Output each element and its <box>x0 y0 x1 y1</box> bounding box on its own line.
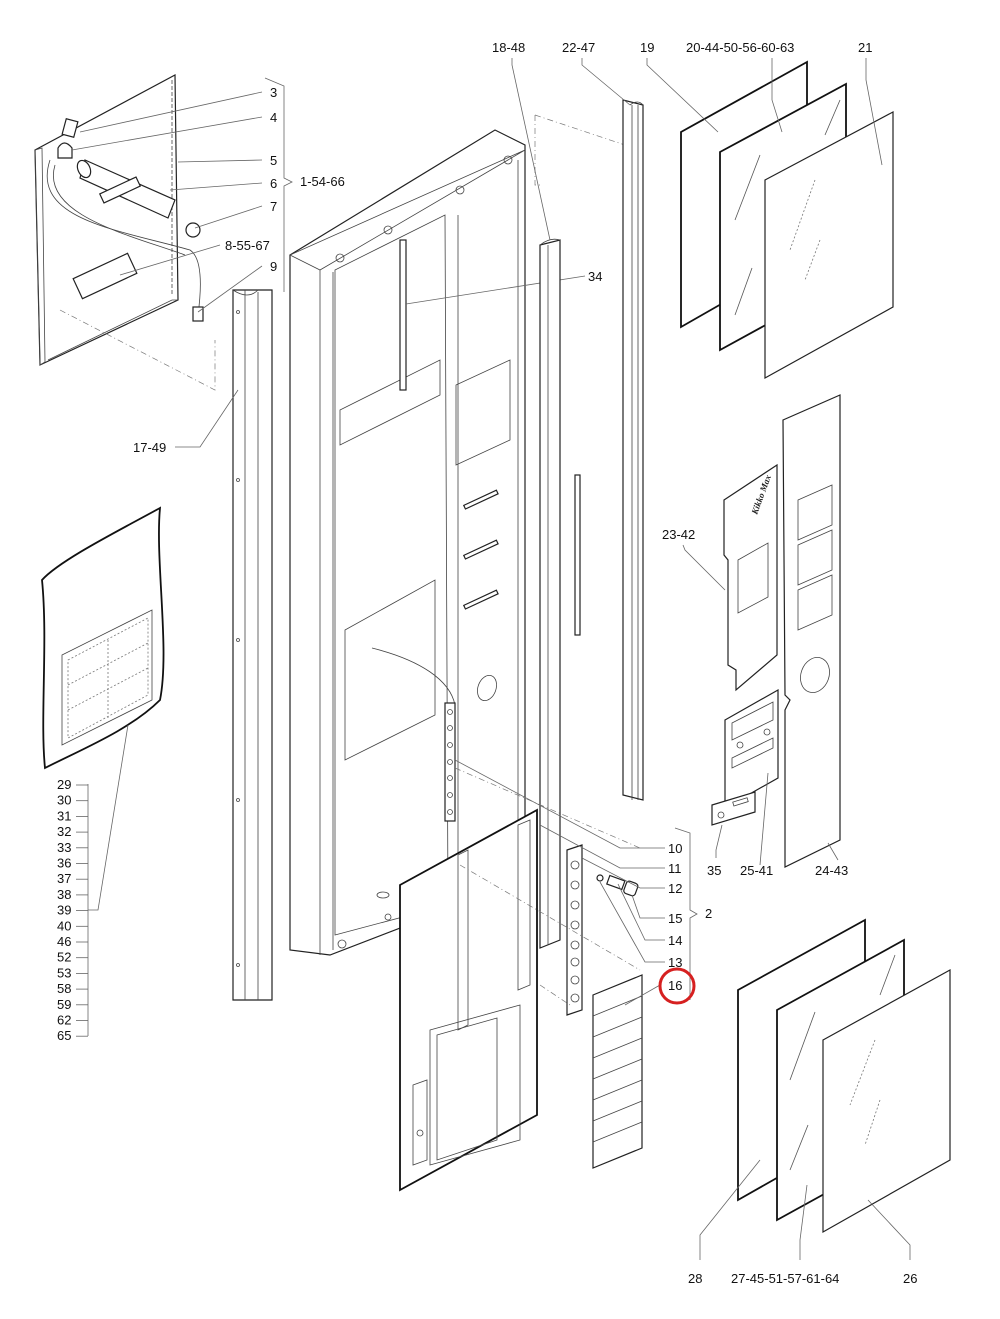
label-1-54-66: 1-54-66 <box>300 174 345 189</box>
washer-icon <box>596 874 604 882</box>
right-trim-22-47 <box>622 99 644 801</box>
lock-parts <box>596 874 639 897</box>
label-18-48: 18-48 <box>492 40 525 55</box>
label-13: 13 <box>668 955 682 970</box>
label-37: 37 <box>57 871 71 886</box>
label-65: 65 <box>57 1028 71 1043</box>
strip-holes <box>447 709 453 815</box>
label-3: 3 <box>270 85 277 100</box>
label-19: 19 <box>640 40 654 55</box>
label-9: 9 <box>270 259 277 274</box>
label-46: 46 <box>57 934 71 949</box>
glass-panels-bottom <box>737 918 951 1234</box>
cabinet-frame <box>289 129 526 956</box>
label-26: 26 <box>903 1271 917 1286</box>
label-29: 29 <box>57 777 71 792</box>
highlight-circle <box>658 967 696 1005</box>
coin-insert-35 <box>711 791 756 826</box>
decal-24-43 <box>782 394 841 868</box>
label-group-2: 10 11 12 15 14 13 16 2 <box>454 759 712 1006</box>
label-group-1-54-66: 3 4 5 6 7 8-55-67 9 1-54-66 <box>71 77 345 313</box>
label-24-43: 24-43 <box>815 863 848 878</box>
label-21: 21 <box>858 40 872 55</box>
label-12: 12 <box>668 881 682 896</box>
label-16: 16 <box>668 978 682 993</box>
label-25-41: 25-41 <box>740 863 773 878</box>
label-59: 59 <box>57 997 71 1012</box>
lamp-socket-icon <box>57 142 73 159</box>
label-36: 36 <box>57 856 71 871</box>
label-23-42: 23-42 <box>662 527 695 542</box>
label-10: 10 <box>668 841 682 856</box>
label-40: 40 <box>57 918 71 933</box>
ballast-icon <box>72 252 138 300</box>
end-socket-icon <box>185 222 201 238</box>
spring-icon <box>606 874 626 891</box>
label-6: 6 <box>270 176 277 191</box>
label-5: 5 <box>270 153 277 168</box>
documentation-bag <box>41 506 165 770</box>
label-38: 38 <box>57 887 71 902</box>
label-35: 35 <box>707 863 721 878</box>
label-14: 14 <box>668 933 682 948</box>
label-31: 31 <box>57 808 71 823</box>
label-52: 52 <box>57 950 71 965</box>
left-trim-profile <box>232 289 273 1001</box>
lamp-holder-icon <box>61 117 79 139</box>
bracket-icon <box>98 176 142 204</box>
label-8-55-67: 8-55-67 <box>225 238 270 253</box>
label-32: 32 <box>57 824 71 839</box>
label-30: 30 <box>57 793 71 808</box>
label-17-49: 17-49 <box>133 440 166 455</box>
label-15: 15 <box>668 911 682 926</box>
hinge-strip <box>566 844 583 1016</box>
label-20-44-50-56-60-63: 20-44-50-56-60-63 <box>686 40 794 55</box>
connector-icon <box>192 306 204 322</box>
label-27-45-51-57-61-64: 27-45-51-57-61-64 <box>731 1271 839 1286</box>
decal-25-41 <box>724 688 779 810</box>
lighting-panel-assembly <box>34 74 204 366</box>
label-53: 53 <box>57 965 71 980</box>
label-11: 11 <box>668 861 682 876</box>
decal-23-42: Kikko Max <box>723 463 778 692</box>
label-33: 33 <box>57 840 71 855</box>
label-22-47: 22-47 <box>562 40 595 55</box>
label-2: 2 <box>705 906 712 921</box>
label-7: 7 <box>270 199 277 214</box>
selection-label-card <box>592 974 643 1169</box>
glass-panels-top <box>680 60 894 380</box>
knob-icon <box>623 880 639 897</box>
right-trim-18-48 <box>539 238 561 949</box>
label-62: 62 <box>57 1013 71 1028</box>
wiring-harness-icon <box>47 159 201 316</box>
label-4: 4 <box>270 110 277 125</box>
label-28: 28 <box>688 1271 702 1286</box>
label-39: 39 <box>57 903 71 918</box>
lower-door <box>399 808 538 1192</box>
label-34: 34 <box>588 269 602 284</box>
label-58: 58 <box>57 981 71 996</box>
